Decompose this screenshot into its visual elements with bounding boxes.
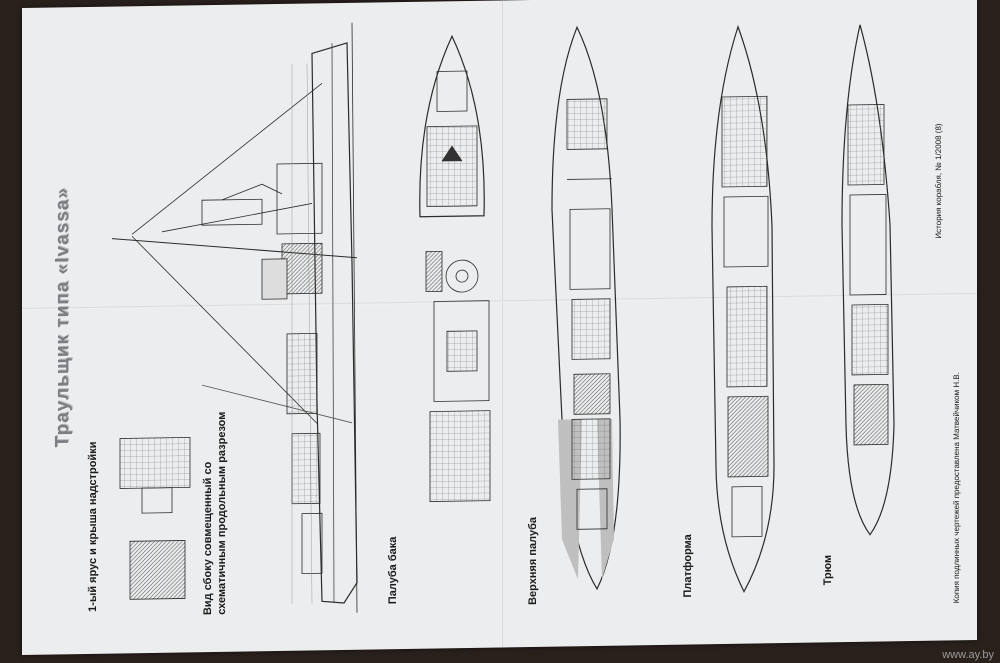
watermark: www.ay.by: [942, 649, 994, 661]
upper-deck-caption: Верхняя палуба: [527, 516, 539, 606]
platform-caption: Платформа: [682, 534, 694, 598]
hold-caption: Трюм: [822, 554, 834, 586]
series-label: История корабля, № 1/2008 (8): [934, 123, 943, 239]
side-profile-drawing: [111, 22, 358, 613]
side-caption-line2: схематичным продольным разрезом: [216, 411, 228, 615]
blueprint-sheet: Траульщик типа «Ivassa» 1-ый ярус и крыш…: [22, 0, 977, 655]
side-caption-line1: Вид сбоку совмещенный со: [202, 461, 214, 616]
forecastle-caption: Палуба бака: [387, 536, 399, 605]
footnote: Копия подлинных чертежей предоставлена М…: [952, 372, 961, 604]
sheet-title: Траульщик типа «Ivassa»: [52, 187, 73, 448]
platform-plan: [711, 24, 775, 593]
upper-deck-plan: [551, 25, 621, 591]
superstructure-drawings: [119, 436, 191, 600]
hold-plan: [841, 24, 895, 536]
forecastle-deck-plan: [419, 34, 491, 502]
tier-caption: 1-ый ярус и крыша надстройки: [87, 441, 99, 612]
ship-drawings: [111, 22, 895, 613]
